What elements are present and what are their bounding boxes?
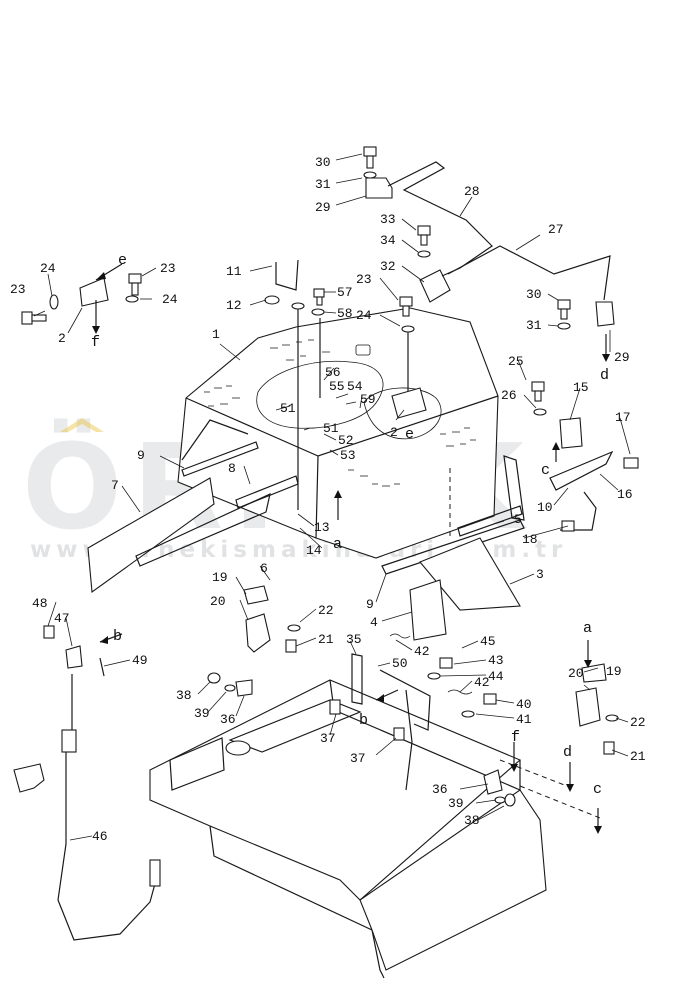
part-label: 50 xyxy=(392,656,408,671)
part-label: 4 xyxy=(370,615,378,630)
reference-letter: f xyxy=(91,334,100,351)
part-label: 30 xyxy=(315,155,331,170)
part-label: 2 xyxy=(390,425,398,440)
part-label: 46 xyxy=(92,829,108,844)
part-label: 37 xyxy=(350,751,366,766)
part-label: 12 xyxy=(226,298,242,313)
part-label: 45 xyxy=(480,634,496,649)
part-label: 49 xyxy=(132,653,148,668)
part-label: 16 xyxy=(617,487,633,502)
part-label: 44 xyxy=(488,669,504,684)
part-label: 52 xyxy=(338,433,354,448)
reference-letter: e xyxy=(118,252,127,269)
part-label: 1 xyxy=(212,327,220,342)
reference-letter: e xyxy=(405,426,414,443)
part-label: 40 xyxy=(516,697,532,712)
part-label: 5 xyxy=(514,512,522,527)
part-label: 34 xyxy=(380,233,396,248)
part-label: 24 xyxy=(40,261,56,276)
part-label: 10 xyxy=(537,500,553,515)
part-label: 59 xyxy=(360,392,376,407)
part-label: 36 xyxy=(220,712,236,727)
part-label: 20 xyxy=(210,594,226,609)
part-label: 31 xyxy=(315,177,331,192)
part-label: 3 xyxy=(536,567,544,582)
part-label: 35 xyxy=(346,632,362,647)
part-label: 56 xyxy=(325,365,341,380)
part-label: 51 xyxy=(323,421,339,436)
part-label: 8 xyxy=(228,461,236,476)
part-label: 17 xyxy=(615,410,631,425)
part-label: 2 xyxy=(58,331,66,346)
part-label: 32 xyxy=(380,259,396,274)
leader-lines xyxy=(33,153,631,841)
part-label: 24 xyxy=(162,292,178,307)
part-label: 21 xyxy=(630,749,646,764)
part-label: 13 xyxy=(314,520,330,535)
reference-letter: d xyxy=(600,367,609,384)
part-label: 31 xyxy=(526,318,542,333)
part-label: 26 xyxy=(501,388,517,403)
part-label: 54 xyxy=(347,379,363,394)
direction-arrows xyxy=(92,263,610,834)
part-label: 15 xyxy=(573,380,589,395)
part-label: 25 xyxy=(508,354,524,369)
part-label: 30 xyxy=(526,287,542,302)
part-label: 38 xyxy=(464,813,480,828)
reference-letters: e f d e c a b b a f d c xyxy=(91,252,609,798)
part-label: 37 xyxy=(320,731,336,746)
part-label: 9 xyxy=(366,597,374,612)
part-label: 38 xyxy=(176,688,192,703)
part-label: 9 xyxy=(137,448,145,463)
part-label: 28 xyxy=(464,184,480,199)
part-label: 36 xyxy=(432,782,448,797)
part-label: 7 xyxy=(111,478,119,493)
part-label: 19 xyxy=(212,570,228,585)
part-label: 20 xyxy=(568,666,584,681)
part-label: 11 xyxy=(226,264,242,279)
part-label: 29 xyxy=(614,350,630,365)
part-label: 27 xyxy=(548,222,564,237)
part-label: 42 xyxy=(414,644,430,659)
part-label: 41 xyxy=(516,712,532,727)
part-label: 42 xyxy=(474,675,490,690)
reference-letter: b xyxy=(113,628,122,645)
part-label: 29 xyxy=(315,200,331,215)
part-labels: 30 31 29 28 27 33 34 32 23 24 30 31 29 2… xyxy=(10,155,646,844)
part-label: 55 xyxy=(329,379,345,394)
part-label: 23 xyxy=(10,282,26,297)
part-label: 43 xyxy=(488,653,504,668)
reference-letter: a xyxy=(583,620,592,637)
part-label: 22 xyxy=(318,603,334,618)
part-label: 51 xyxy=(280,401,296,416)
parts-drawing xyxy=(13,146,639,979)
part-label: 57 xyxy=(337,285,353,300)
reference-letter: c xyxy=(593,781,602,798)
part-label: 53 xyxy=(340,448,356,463)
part-label: 39 xyxy=(194,706,210,721)
reference-letter: a xyxy=(333,536,342,553)
reference-letter: f xyxy=(511,729,520,746)
part-label: 14 xyxy=(306,543,322,558)
part-label: 24 xyxy=(356,308,372,323)
part-label: 33 xyxy=(380,212,396,227)
reference-letter: c xyxy=(541,462,550,479)
part-label: 22 xyxy=(630,715,646,730)
part-label: 58 xyxy=(337,306,353,321)
part-label: 47 xyxy=(54,611,70,626)
reference-letter: d xyxy=(563,744,572,761)
watermark-accent xyxy=(60,418,104,432)
part-label: 23 xyxy=(160,261,176,276)
part-label: 21 xyxy=(318,632,334,647)
part-label: 19 xyxy=(606,664,622,679)
part-label: 6 xyxy=(260,561,268,576)
part-label: 23 xyxy=(356,272,372,287)
reference-letter: b xyxy=(359,712,368,729)
part-label: 39 xyxy=(448,796,464,811)
part-label: 48 xyxy=(32,596,48,611)
part-label: 18 xyxy=(522,532,538,547)
